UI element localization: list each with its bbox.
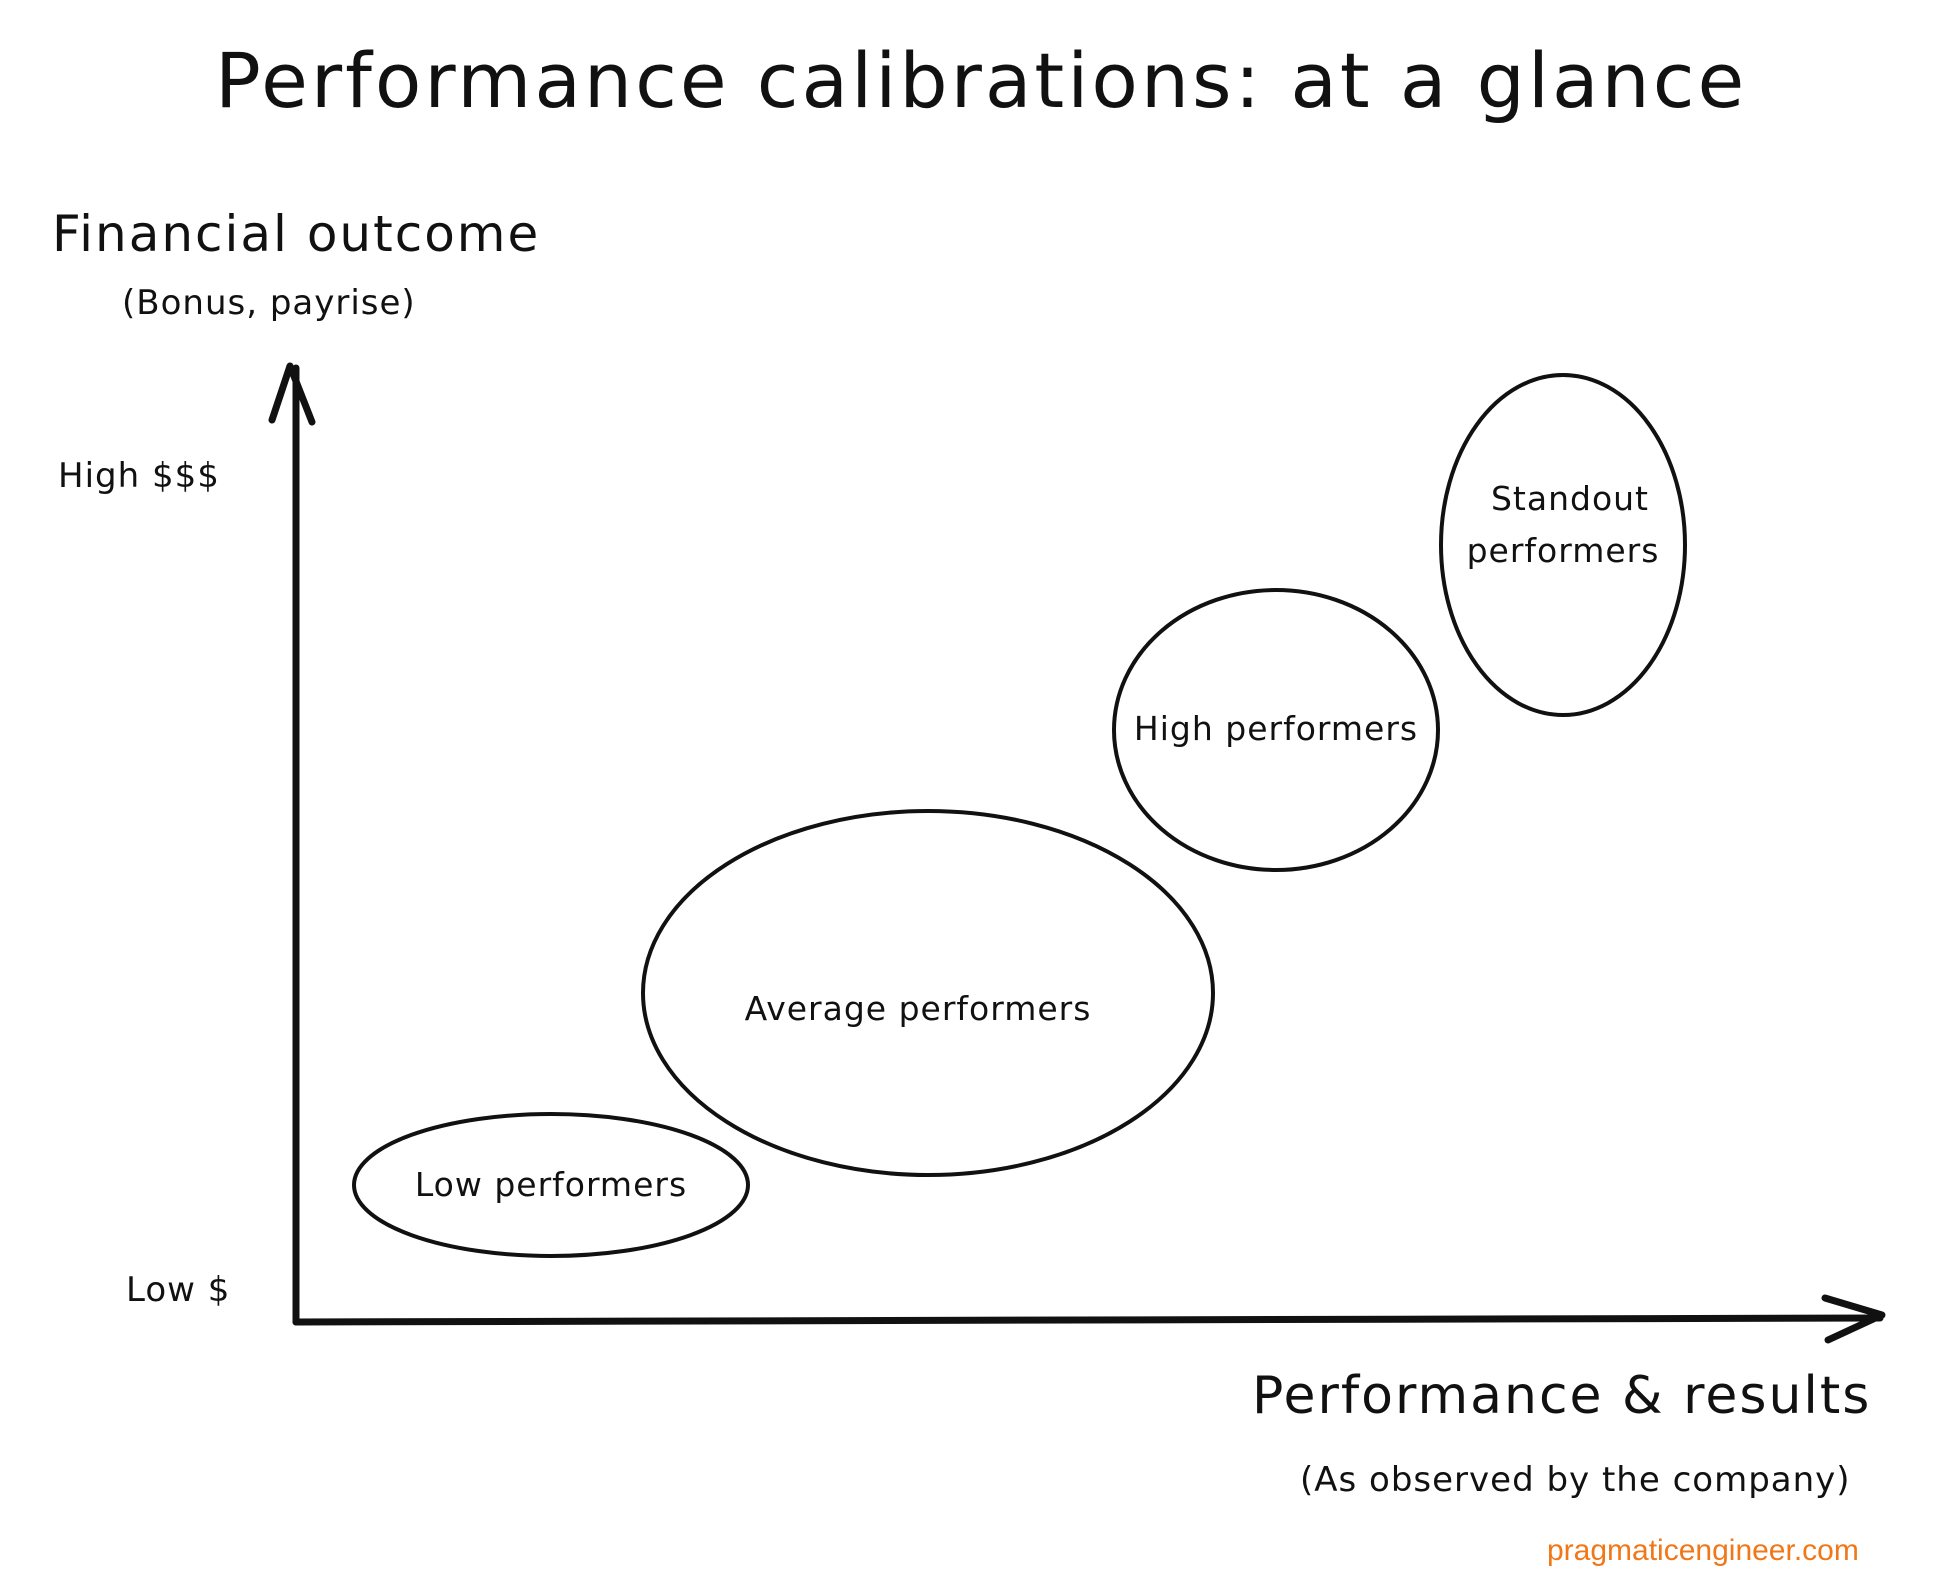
group-label-line-1: Standout <box>1491 479 1649 518</box>
x-axis <box>292 1294 1886 1344</box>
y-axis-low-label: Low $ <box>126 1270 231 1310</box>
diagram-title: Performance calibrations: at a glance <box>215 36 1748 125</box>
watermark-link[interactable]: pragmaticengineer.com <box>1547 1534 1859 1567</box>
group-label: Average performers <box>745 989 1092 1028</box>
group-label-line-2: performers <box>1467 531 1660 570</box>
group-label: High performers <box>1134 709 1418 748</box>
group-standout-performers: Standout performers <box>1439 373 1687 717</box>
y-axis-title: Financial outcome <box>52 205 541 263</box>
y-axis-arrow-icon <box>268 362 316 426</box>
x-axis-title: Performance & results <box>1252 1366 1872 1426</box>
y-axis-high-label: High $$$ <box>58 456 220 496</box>
group-low-performers: Low performers <box>352 1112 750 1258</box>
group-high-performers: High performers <box>1112 588 1440 872</box>
x-axis-subtitle: (As observed by the company) <box>1300 1460 1851 1500</box>
x-axis-arrow-icon <box>1821 1294 1886 1344</box>
group-average-performers: Average performers <box>641 809 1215 1177</box>
y-axis-subtitle: (Bonus, payrise) <box>122 283 416 323</box>
y-axis <box>268 362 316 1326</box>
group-label: Low performers <box>415 1165 687 1204</box>
